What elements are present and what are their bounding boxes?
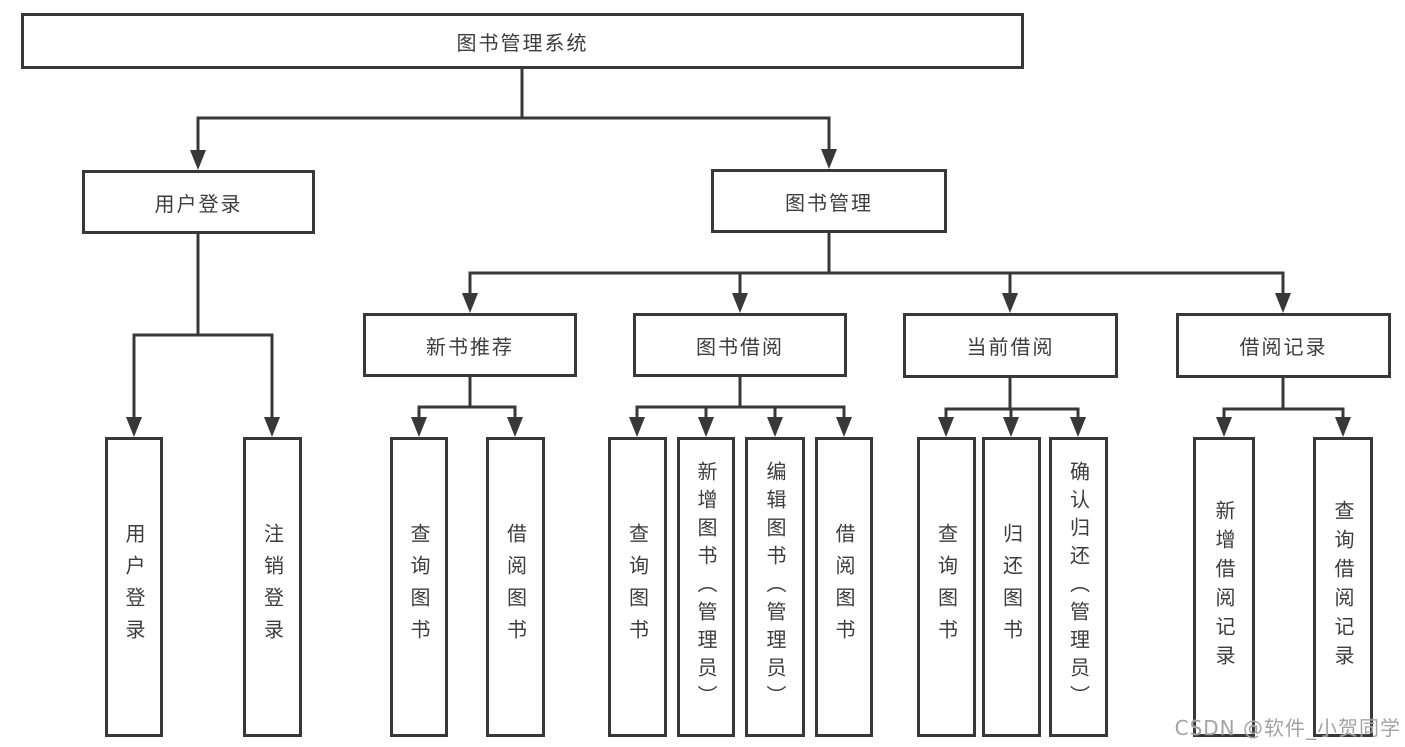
leaf-query-books-3: 查询图书 <box>917 437 976 737</box>
csdn-watermark: CSDN @软件_小贺同学 <box>1174 716 1401 740</box>
leaf-borrow-books-1: 借阅图书 <box>486 437 545 737</box>
node-root: 图书管理系统 <box>21 13 1024 69</box>
leaf-borrow-books-2-label: 借阅图书 <box>832 523 856 651</box>
leaf-user-login-label: 用户登录 <box>122 523 146 651</box>
leaf-confirm-return-admin-label: 确认归还（管理员） <box>1066 461 1091 713</box>
node-book-management-label: 图书管理 <box>785 190 873 215</box>
node-user-login: 用户登录 <box>82 170 315 234</box>
leaf-query-books-2: 查询图书 <box>608 437 667 737</box>
node-current-borrow-label: 当前借阅 <box>966 335 1055 359</box>
node-current-borrow: 当前借阅 <box>903 313 1118 378</box>
leaf-edit-books-admin: 编辑图书（管理员） <box>745 437 805 737</box>
node-borrow-records: 借阅记录 <box>1176 313 1391 378</box>
leaf-edit-books-admin-label: 编辑图书（管理员） <box>763 461 787 713</box>
leaf-query-borrow-record: 查询借阅记录 <box>1313 437 1373 737</box>
node-book-management: 图书管理 <box>711 169 947 233</box>
node-new-book-recommend-label: 新书推荐 <box>426 334 514 359</box>
node-book-borrow-label: 图书借阅 <box>696 334 784 359</box>
leaf-query-books-1-label: 查询图书 <box>407 523 431 651</box>
leaf-logout-login: 注销登录 <box>243 437 302 737</box>
node-root-label: 图书管理系统 <box>456 30 589 55</box>
node-new-book-recommend: 新书推荐 <box>363 313 577 377</box>
leaf-query-books-2-label: 查询图书 <box>625 523 650 651</box>
leaf-return-books-label: 归还图书 <box>999 523 1024 651</box>
leaf-add-borrow-record-label: 新增借阅记录 <box>1212 500 1236 674</box>
leaf-confirm-return-admin: 确认归还（管理员） <box>1049 437 1108 737</box>
leaf-add-borrow-record: 新增借阅记录 <box>1193 437 1255 737</box>
leaf-query-books-3-label: 查询图书 <box>934 523 959 651</box>
node-borrow-records-label: 借阅记录 <box>1239 335 1328 359</box>
leaf-add-books-admin-label: 新增图书（管理员） <box>694 461 718 713</box>
leaf-user-login: 用户登录 <box>105 437 163 737</box>
leaf-query-borrow-record-label: 查询借阅记录 <box>1331 500 1355 674</box>
leaf-return-books: 归还图书 <box>982 437 1041 737</box>
leaf-add-books-admin: 新增图书（管理员） <box>677 437 735 737</box>
leaf-borrow-books-1-label: 借阅图书 <box>503 523 528 651</box>
leaf-logout-login-label: 注销登录 <box>260 523 285 651</box>
node-user-login-label: 用户登录 <box>154 191 243 216</box>
leaf-query-books-1: 查询图书 <box>390 437 448 737</box>
node-book-borrow: 图书借阅 <box>633 313 847 377</box>
leaf-borrow-books-2: 借阅图书 <box>815 437 873 737</box>
